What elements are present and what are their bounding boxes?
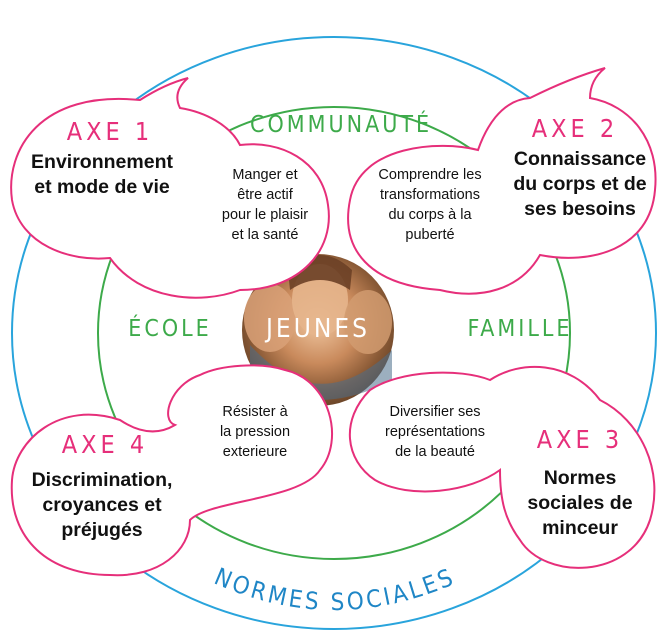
axe-1-name: Environnement et mode de vie — [12, 150, 192, 200]
axe-4-name-line: Discrimination, — [31, 469, 173, 491]
axe-3-name-line: minceur — [542, 517, 618, 539]
axe-4-sub-line: Résister à — [222, 404, 288, 420]
axe-4-name-line: préjugés — [61, 519, 143, 541]
axe-3-name-line: Normes — [543, 467, 617, 489]
axe-1-sub-line: être actif — [237, 187, 293, 203]
axe-3-subtext: Diversifier ses représentations de la be… — [365, 402, 505, 462]
axe-2-sub-line: transformations — [380, 187, 480, 203]
bubble-axe-3 — [348, 365, 656, 569]
axe-1-name-line: Environnement — [31, 151, 173, 173]
axe-4-name-line: croyances et — [42, 494, 162, 516]
axe-3-title: AXE 3 — [536, 425, 624, 454]
ring-label-right: FAMILLE — [467, 316, 573, 342]
axe-1-sub-line: Manger et — [232, 167, 298, 183]
axe-1-subtext: Manger et être actif pour le plaisir et … — [205, 165, 325, 245]
axe-3-name: Normes sociales de minceur — [515, 466, 645, 541]
axe-2-name: Connaissance du corps et de ses besoins — [500, 147, 660, 222]
axe-1-title: AXE 1 — [66, 117, 154, 146]
ring-label-top: COMMUNAUTÉ — [250, 112, 433, 138]
outer-ring — [11, 36, 657, 630]
bubble-axe-4 — [10, 364, 334, 577]
bubble-axe-1 — [10, 77, 330, 299]
axe-2-sub-line: puberté — [405, 227, 455, 243]
axe-2-title: AXE 2 — [531, 114, 619, 143]
axe-1-name-line: et mode de vie — [34, 176, 170, 198]
axe-4-sub-line: la pression — [219, 424, 291, 440]
axe-3-sub-line: représentations — [385, 424, 485, 440]
axe-3-sub-line: de la beauté — [395, 444, 475, 460]
center-label: JEUNES — [266, 314, 370, 344]
axe-2-sub-line: du corps à la — [388, 207, 472, 223]
axe-3-sub-line: Diversifier ses — [389, 404, 481, 420]
axe-4-name: Discrimination, croyances et préjugés — [12, 468, 192, 543]
axe-1-sub-line: et la santé — [231, 227, 299, 243]
axe-2-name-line: du corps et de — [513, 173, 647, 195]
axe-4-title: AXE 4 — [61, 430, 149, 459]
bubble-axe-2 — [347, 67, 657, 295]
axe-2-subtext: Comprendre les transformations du corps … — [360, 165, 500, 245]
axe-2-name-line: ses besoins — [524, 198, 636, 220]
axe-2-sub-line: Comprendre les — [378, 167, 482, 183]
ring-label-left: ÉCOLE — [128, 316, 212, 342]
axe-2-name-line: Connaissance — [513, 148, 647, 170]
axe-3-name-line: sociales de — [527, 492, 633, 514]
axe-1-sub-line: pour le plaisir — [221, 207, 309, 223]
inner-ring — [97, 106, 571, 560]
axe-4-sub-line: exterieure — [222, 444, 288, 460]
axe-4-subtext: Résister à la pression exterieure — [195, 402, 315, 462]
ring-label-bottom: NORMES SOCIALES — [210, 562, 459, 616]
